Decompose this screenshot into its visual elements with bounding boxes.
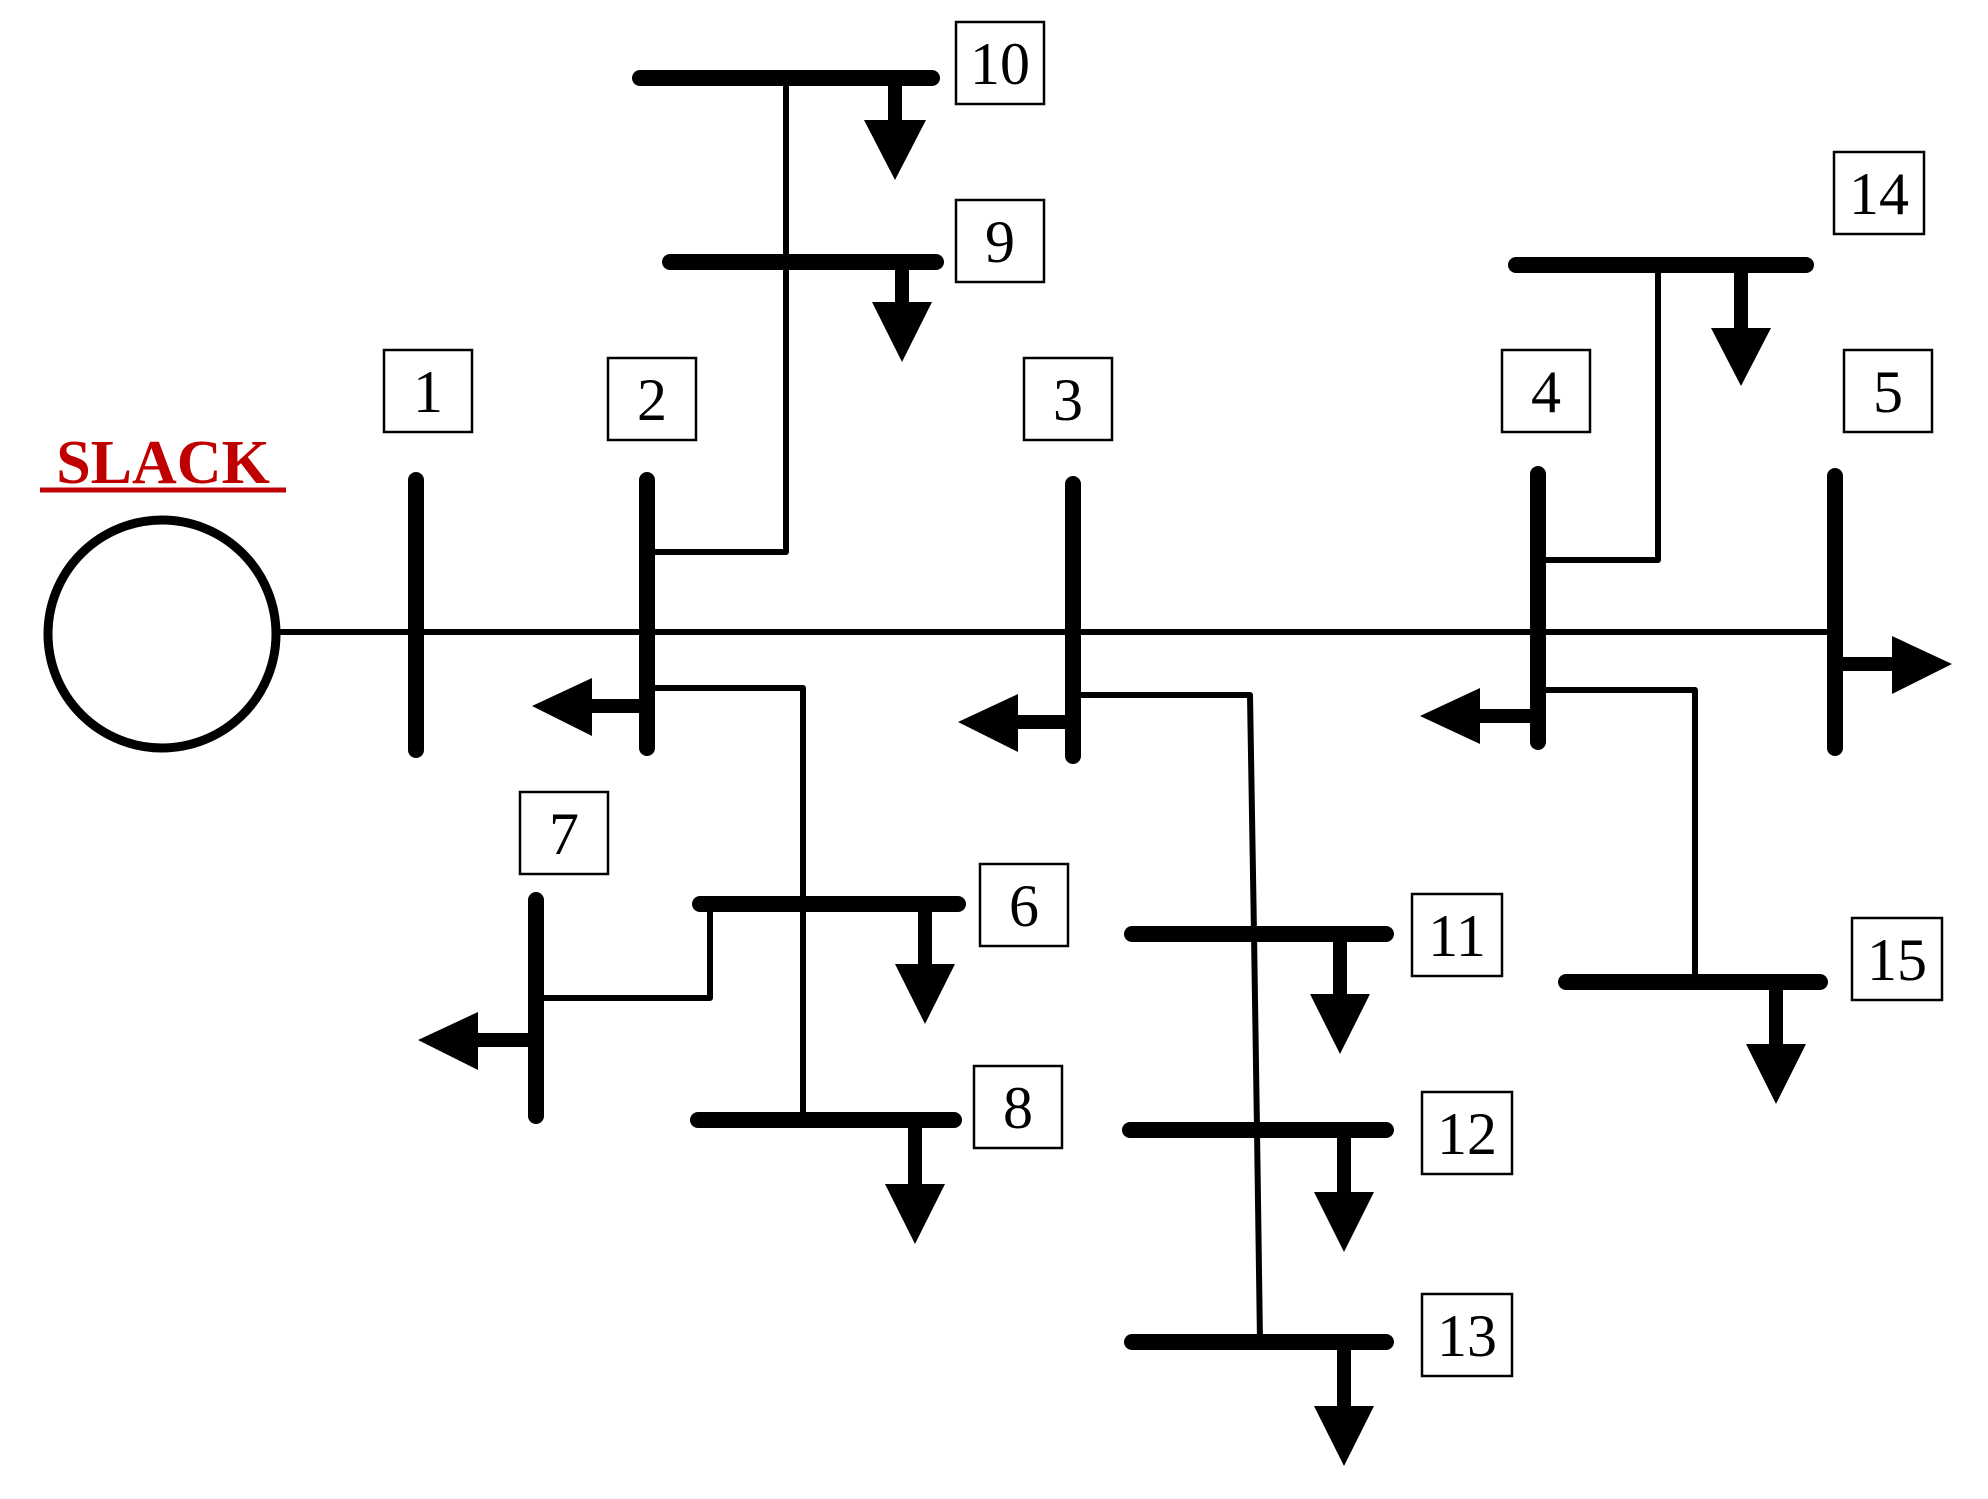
line-6-7 xyxy=(533,901,713,1001)
bus-number-13: 13 xyxy=(1437,1303,1497,1369)
bus-number-9: 9 xyxy=(985,209,1015,275)
line-12-13 xyxy=(1254,1127,1263,1345)
bus-number-5: 5 xyxy=(1873,359,1903,425)
load-arrow-3 xyxy=(958,694,1073,752)
line-4-15 xyxy=(1535,687,1698,985)
bus-label-14: 14 xyxy=(1832,150,1926,236)
slack-generator-circle xyxy=(43,515,281,753)
bus-number-15: 15 xyxy=(1867,927,1927,993)
bus-label-12: 12 xyxy=(1420,1090,1514,1176)
bus-number-14: 14 xyxy=(1849,161,1909,227)
loads xyxy=(418,71,1952,1466)
bus-number-10: 10 xyxy=(970,31,1030,97)
bus-number-1: 1 xyxy=(413,359,443,425)
bus-number-8: 8 xyxy=(1003,1075,1033,1141)
load-arrow-6 xyxy=(870,897,955,1024)
load-arrow-13 xyxy=(1300,1335,1374,1466)
bus-label-13: 13 xyxy=(1420,1292,1514,1378)
bus-number-3: 3 xyxy=(1053,367,1083,433)
bus-number-2: 2 xyxy=(637,367,667,433)
line-3-11 xyxy=(1070,692,1257,937)
bus-label-7: 7 xyxy=(518,790,610,876)
bus-label-5: 5 xyxy=(1842,348,1934,434)
bus-number-4: 4 xyxy=(1531,359,1561,425)
bus-label-15: 15 xyxy=(1850,916,1944,1002)
bus-number-6: 6 xyxy=(1009,873,1039,939)
network-lines xyxy=(273,75,1838,1345)
slack-generator: SLACK xyxy=(40,429,286,753)
load-arrow-7 xyxy=(418,1012,536,1070)
bus-label-8: 8 xyxy=(972,1064,1064,1150)
line-2-9 xyxy=(644,259,789,555)
load-arrow-10 xyxy=(840,71,926,180)
bus-label-2: 2 xyxy=(606,356,698,442)
bus-labels: 1 2 3 4 5 6 7 8 xyxy=(382,20,1944,1378)
load-arrow-4 xyxy=(1420,688,1538,744)
bus-label-6: 6 xyxy=(978,862,1070,948)
bus-number-11: 11 xyxy=(1428,903,1486,969)
load-arrow-2 xyxy=(532,678,647,736)
bus-label-10: 10 xyxy=(954,20,1046,106)
load-arrow-11 xyxy=(1300,927,1370,1054)
slack-label: SLACK xyxy=(56,429,270,497)
load-arrow-15 xyxy=(1720,975,1806,1104)
load-arrow-8 xyxy=(866,1113,945,1244)
bus-label-1: 1 xyxy=(382,348,474,434)
load-arrow-12 xyxy=(1300,1123,1374,1252)
bus-label-3: 3 xyxy=(1022,356,1114,442)
bus-number-7: 7 xyxy=(549,801,579,867)
load-arrow-14 xyxy=(1700,258,1771,386)
bus-number-12: 12 xyxy=(1437,1101,1497,1167)
load-arrow-9 xyxy=(850,255,932,362)
bus-label-4: 4 xyxy=(1500,348,1592,434)
bus-label-9: 9 xyxy=(954,198,1046,284)
load-arrow-5 xyxy=(1835,636,1952,694)
line-4-14 xyxy=(1535,262,1661,563)
bus-label-11: 11 xyxy=(1410,892,1504,978)
line-2-6 xyxy=(644,685,806,907)
line-11-12 xyxy=(1251,931,1260,1133)
